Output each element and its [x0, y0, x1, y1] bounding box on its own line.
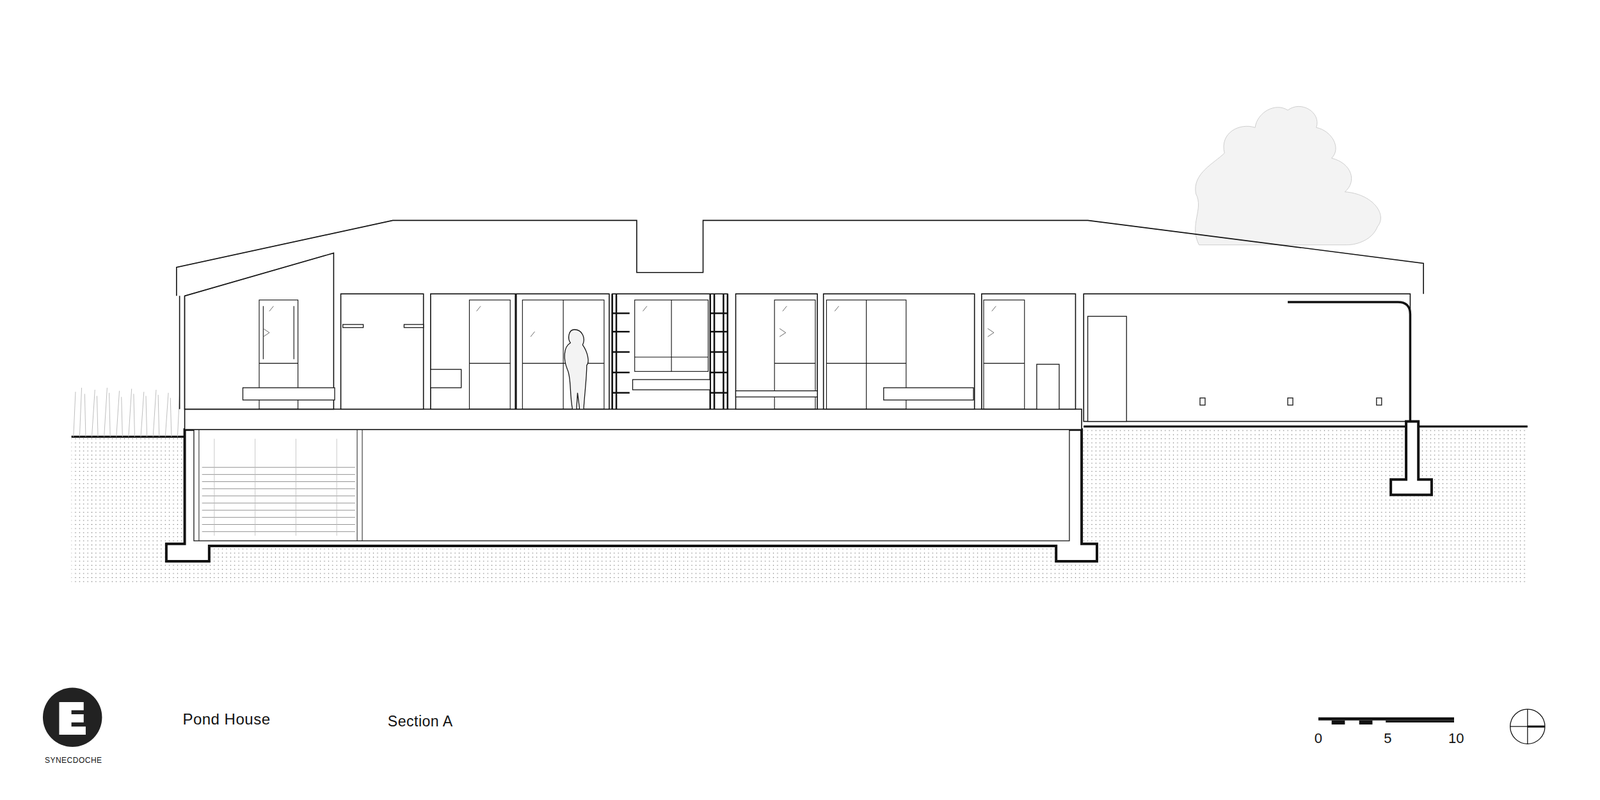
tree — [1195, 106, 1382, 245]
rooms — [184, 252, 1411, 422]
logo — [42, 688, 102, 747]
grass — [73, 387, 180, 438]
storage-shelves — [202, 439, 356, 536]
furniture — [242, 316, 1382, 422]
windows — [259, 300, 1025, 410]
scale-number: 10 — [1448, 731, 1464, 746]
person-figure — [564, 329, 589, 409]
north-arrow — [1510, 709, 1545, 744]
scale-bar — [1318, 717, 1455, 725]
scale-number: 0 — [1314, 731, 1323, 746]
sheet-label: Section A — [387, 714, 454, 729]
firm-name: SYNECDOCHE — [44, 756, 103, 765]
scale-number: 5 — [1383, 731, 1392, 746]
drawing-title: Pond House — [182, 711, 271, 728]
roof — [176, 220, 1424, 296]
basement-wall — [166, 429, 1097, 562]
